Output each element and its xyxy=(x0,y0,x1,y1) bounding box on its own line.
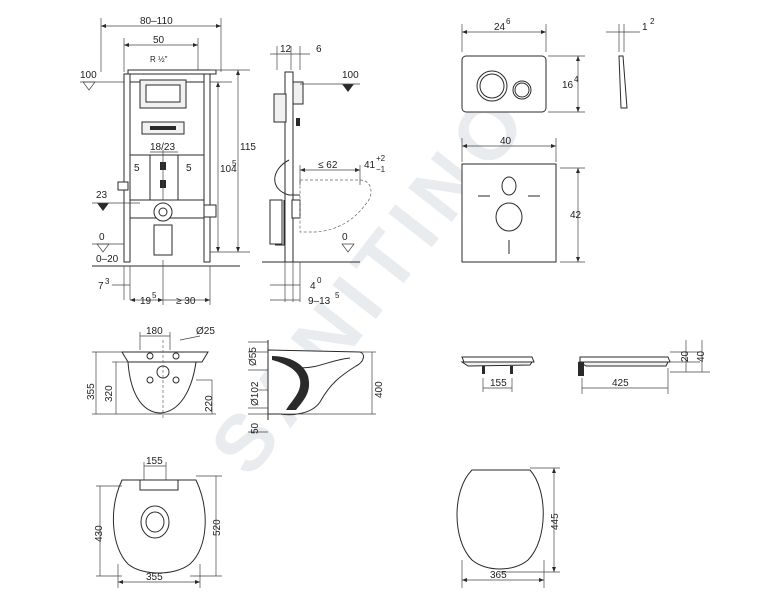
dim-plate-depth-sup: 2 xyxy=(650,17,655,26)
dim-bottom-7-sup: 3 xyxy=(105,277,110,286)
dim-bottom-913-sup: 5 xyxy=(335,291,340,300)
level-100-text: 100 xyxy=(80,70,97,81)
frame-front-view: 80–110 50 R ½" 100 18/23 xyxy=(80,16,256,307)
dim-flush-spacing: 18/23 xyxy=(150,142,175,153)
dim-seat-365: 365 xyxy=(490,570,507,581)
dim-plate-width: 24 xyxy=(494,22,506,33)
dim-depth-6: 6 xyxy=(316,44,322,55)
flush-plate: 24 6 16 4 1 2 xyxy=(461,17,655,113)
dim-plate-depth: 1 xyxy=(642,22,648,33)
dim-220: 220 xyxy=(204,395,215,412)
dim-d55: Ø55 xyxy=(248,347,259,366)
dim-d102: Ø102 xyxy=(250,381,261,406)
dim-seat-155: 155 xyxy=(490,378,507,389)
dim-180: 180 xyxy=(146,326,163,337)
dim-height-104: 104 xyxy=(220,164,237,175)
dim-floor-range: 0–20 xyxy=(96,254,119,265)
dim-height-115: 115 xyxy=(240,142,256,153)
dim-pan-height: 41 xyxy=(364,160,376,171)
dim-seat-425: 425 xyxy=(612,378,629,389)
dim-top-430: 430 xyxy=(94,525,105,542)
dim-355: 355 xyxy=(86,383,97,400)
dim-top-520: 520 xyxy=(212,519,223,536)
dim-bottom-19-sup: 5 xyxy=(152,291,157,300)
level-23-text: 23 xyxy=(96,190,108,201)
dim-width-inner: 50 xyxy=(153,35,165,46)
label-thread: R ½" xyxy=(150,55,168,64)
dim-plate-height: 16 xyxy=(562,80,574,91)
dim-bottom-7: 7 xyxy=(98,281,104,292)
dim-d25: Ø25 xyxy=(196,326,215,337)
dim-top-155: 155 xyxy=(146,456,163,467)
dim-320: 320 xyxy=(104,385,115,402)
dim-seat-445: 445 xyxy=(550,513,561,530)
dim-pan-distance: ≤ 62 xyxy=(318,160,338,171)
dim-width-range: 80–110 xyxy=(140,16,173,27)
soundproof-pad: 40 42 xyxy=(461,136,585,263)
bowl-top-view: 155 430 520 355 xyxy=(94,456,223,588)
dim-400: 400 xyxy=(374,381,385,398)
dim-5-right: 5 xyxy=(186,163,192,174)
dim-depth-12: 12 xyxy=(280,44,292,55)
watermark: SANITINO xyxy=(193,71,548,490)
dim-plate-height-sup: 4 xyxy=(574,75,579,84)
side-level-0-text: 0 xyxy=(342,232,348,243)
seat-top-view: 445 365 xyxy=(456,467,561,588)
dim-pan-tol-minus: −1 xyxy=(376,165,386,174)
dim-bottom-4-sup: 0 xyxy=(317,276,322,285)
dim-pad-height: 42 xyxy=(570,210,582,221)
dim-pad-width: 40 xyxy=(500,136,512,147)
bowl-front-view: 180 Ø25 355 320 220 xyxy=(86,326,216,418)
bowl-side-view: Ø55 Ø102 50 400 xyxy=(248,340,385,434)
dim-bottom-4: 4 xyxy=(310,281,316,292)
dim-top-355: 355 xyxy=(146,572,163,583)
dim-50: 50 xyxy=(250,422,261,434)
dim-plate-width-sup: 6 xyxy=(506,17,511,26)
dim-bottom-913: 9–13 xyxy=(308,296,331,307)
frame-side-view: 12 6 100 ≤ 62 41 +2 −1 0 4 0 xyxy=(262,44,386,307)
dim-bottom-30: ≥ 30 xyxy=(176,296,196,307)
dim-bottom-19: 19 xyxy=(140,296,152,307)
dim-height-104-sup: 5 xyxy=(232,159,237,168)
dim-5-left: 5 xyxy=(134,163,140,174)
seat-side-view: 155 425 20 40 xyxy=(460,340,710,394)
level-0-text: 0 xyxy=(99,232,105,243)
dim-seat-40: 40 xyxy=(696,350,707,362)
side-level-100-text: 100 xyxy=(342,70,359,81)
dim-seat-20: 20 xyxy=(680,350,691,362)
dim-pan-tol-plus: +2 xyxy=(376,154,386,163)
